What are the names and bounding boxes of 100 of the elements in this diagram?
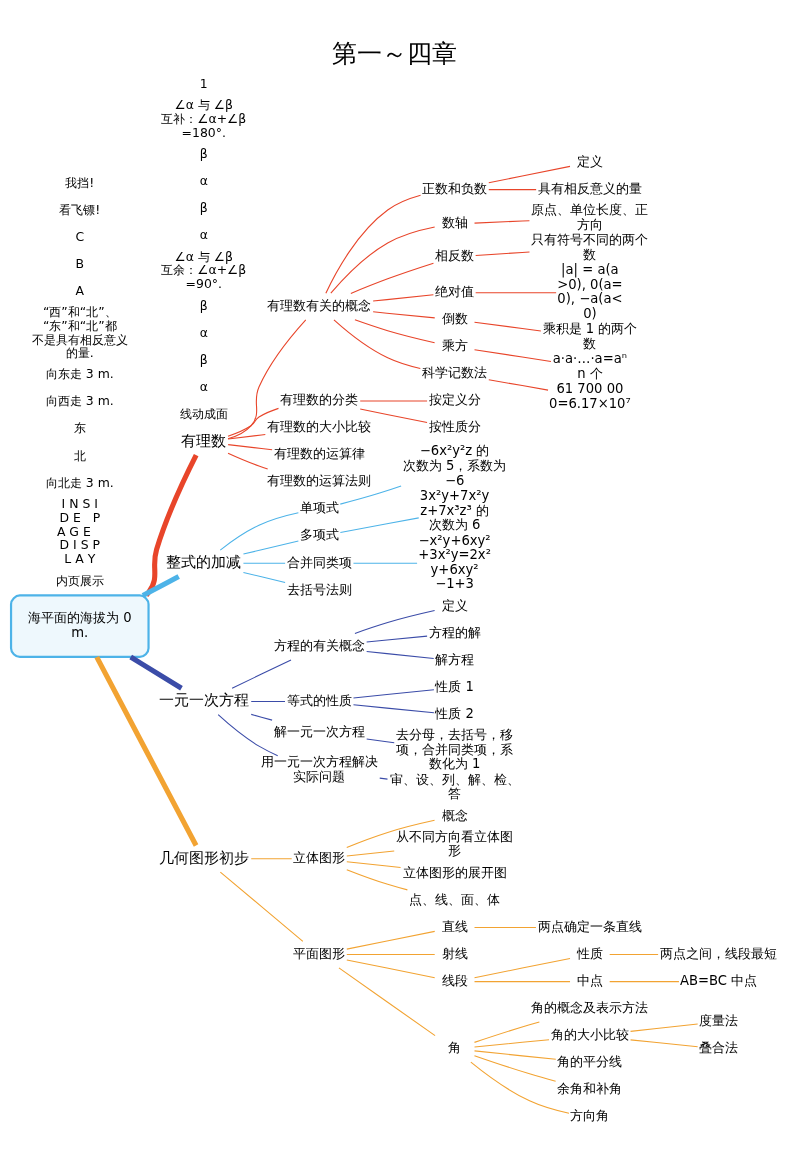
node-text: 有理数的运算法则 xyxy=(267,473,372,489)
connector xyxy=(352,562,418,564)
connector xyxy=(372,294,434,302)
connector xyxy=(346,959,436,979)
node-text: AB=BC 中点 xyxy=(680,972,758,988)
connector xyxy=(231,659,292,689)
node-text: 定义 xyxy=(576,153,603,169)
connector xyxy=(379,777,389,780)
label: 向北走 3 m. xyxy=(45,474,114,490)
label: 内页展示 xyxy=(55,572,104,588)
connector xyxy=(473,926,537,929)
connector xyxy=(325,194,422,294)
connector xyxy=(346,930,436,950)
node-text: 去括号法则 xyxy=(286,581,352,597)
connector xyxy=(338,967,436,1037)
node-text: 方向角 xyxy=(570,1108,610,1124)
connector xyxy=(242,562,286,564)
node-text: 余角和补角 xyxy=(557,1081,623,1097)
node-text: 方程的有关概念 xyxy=(273,637,365,653)
label: 北 xyxy=(73,447,86,463)
node-text: 叠合法 xyxy=(699,1040,739,1056)
connector xyxy=(250,713,273,721)
label: β xyxy=(199,146,208,162)
node-text: 3x²y+7x²yz+7x³z³ 的次数为 6 xyxy=(419,487,490,533)
connector xyxy=(144,453,199,597)
node-text: 多项式 xyxy=(299,527,339,543)
connector xyxy=(346,850,395,857)
connector xyxy=(475,251,531,257)
node-text: 角的概念及表示方法 xyxy=(531,999,649,1015)
label: “西”和“北”、“东”和“北”都不是具有相反意义的量. xyxy=(31,303,128,361)
connector xyxy=(350,262,435,294)
node-text: −x²y+6xy²+3x²y=2x²y+6xy² −1+3 xyxy=(418,532,491,592)
node-text: 度量法 xyxy=(699,1013,739,1029)
connector xyxy=(473,1050,557,1060)
connector xyxy=(366,738,395,744)
connector xyxy=(473,1055,557,1082)
node-text: 方程的解 xyxy=(428,624,481,640)
label: ∠α 与 ∠β 互余：∠α+∠β=90°. xyxy=(161,248,247,292)
connector xyxy=(473,220,530,224)
connector xyxy=(473,349,552,362)
connector xyxy=(488,189,537,191)
connector xyxy=(217,714,279,757)
label: 东 xyxy=(73,420,86,436)
label: 向西走 3 m. xyxy=(45,393,114,409)
connector xyxy=(366,635,428,643)
node-text: 按定义分 xyxy=(428,392,481,408)
connector xyxy=(473,981,571,983)
label: α xyxy=(199,324,208,340)
node-text: 正数和负数 xyxy=(422,180,488,196)
connector xyxy=(609,954,659,956)
connector xyxy=(242,572,286,583)
label: I N S I D E P A G E D I S P L A Y xyxy=(56,495,101,567)
node-text: 角的平分线 xyxy=(557,1054,623,1070)
node-text: 去分母，去括号，移项，合并同类项，系数化为 1 xyxy=(396,727,514,772)
node-text: 倒数 xyxy=(441,310,468,326)
connector xyxy=(630,1039,699,1048)
connector xyxy=(609,981,680,983)
connector xyxy=(242,540,299,555)
node-text: 角 xyxy=(448,1040,462,1056)
connector xyxy=(227,452,269,470)
node-text: 单项式 xyxy=(299,500,339,516)
connector xyxy=(227,433,266,440)
label: α xyxy=(199,378,208,394)
label: 向东走 3 m. xyxy=(45,366,114,382)
node-text: 整式的加减 xyxy=(166,553,242,572)
node-text: 线段 xyxy=(441,972,468,988)
label: α xyxy=(199,227,208,243)
node-text: 科学记数法 xyxy=(422,365,488,381)
node-text: 点、线、面、体 xyxy=(409,891,501,907)
node-text: 具有相反意义的量 xyxy=(537,180,642,196)
connector xyxy=(141,574,180,598)
node-text: 性质 2 xyxy=(435,705,474,721)
node-text: 只有符号不同的两个数 xyxy=(531,231,649,262)
node-text: 角的大小比较 xyxy=(550,1026,629,1042)
label: 1 xyxy=(199,76,208,91)
node-text: 解一元一次方程 xyxy=(273,724,365,740)
connector xyxy=(473,1039,550,1048)
node-text: 几何图形初步 xyxy=(158,848,249,867)
connector xyxy=(354,610,436,634)
connector xyxy=(488,165,571,184)
node-text: 61 700 000=6.17×10⁷ xyxy=(549,381,631,411)
connector xyxy=(473,321,542,332)
node-text: 有理数的运算律 xyxy=(273,446,365,462)
connector xyxy=(346,954,436,956)
label: 看飞镖! xyxy=(59,201,101,217)
node-box: 海平面的海拔为 0 m. xyxy=(9,594,150,658)
node-text: 一元一次方程 xyxy=(158,691,249,710)
connector xyxy=(333,319,421,370)
node-text: 从不同方向看立体图形 xyxy=(396,828,514,859)
connector xyxy=(219,512,299,551)
connector xyxy=(250,858,293,860)
node-text: 审、设、列、解、检、答 xyxy=(389,771,520,802)
node-text: 两点之间，线段最短 xyxy=(660,945,778,961)
node-text: 两点确定一条直线 xyxy=(537,918,642,934)
label: β xyxy=(199,297,208,313)
label: A xyxy=(75,282,85,298)
connector xyxy=(352,704,435,714)
node-text: 用一元一次方程解决实际问题 xyxy=(260,754,378,784)
node-text: 绝对值 xyxy=(435,283,475,299)
node-text: 性质 1 xyxy=(435,678,474,694)
